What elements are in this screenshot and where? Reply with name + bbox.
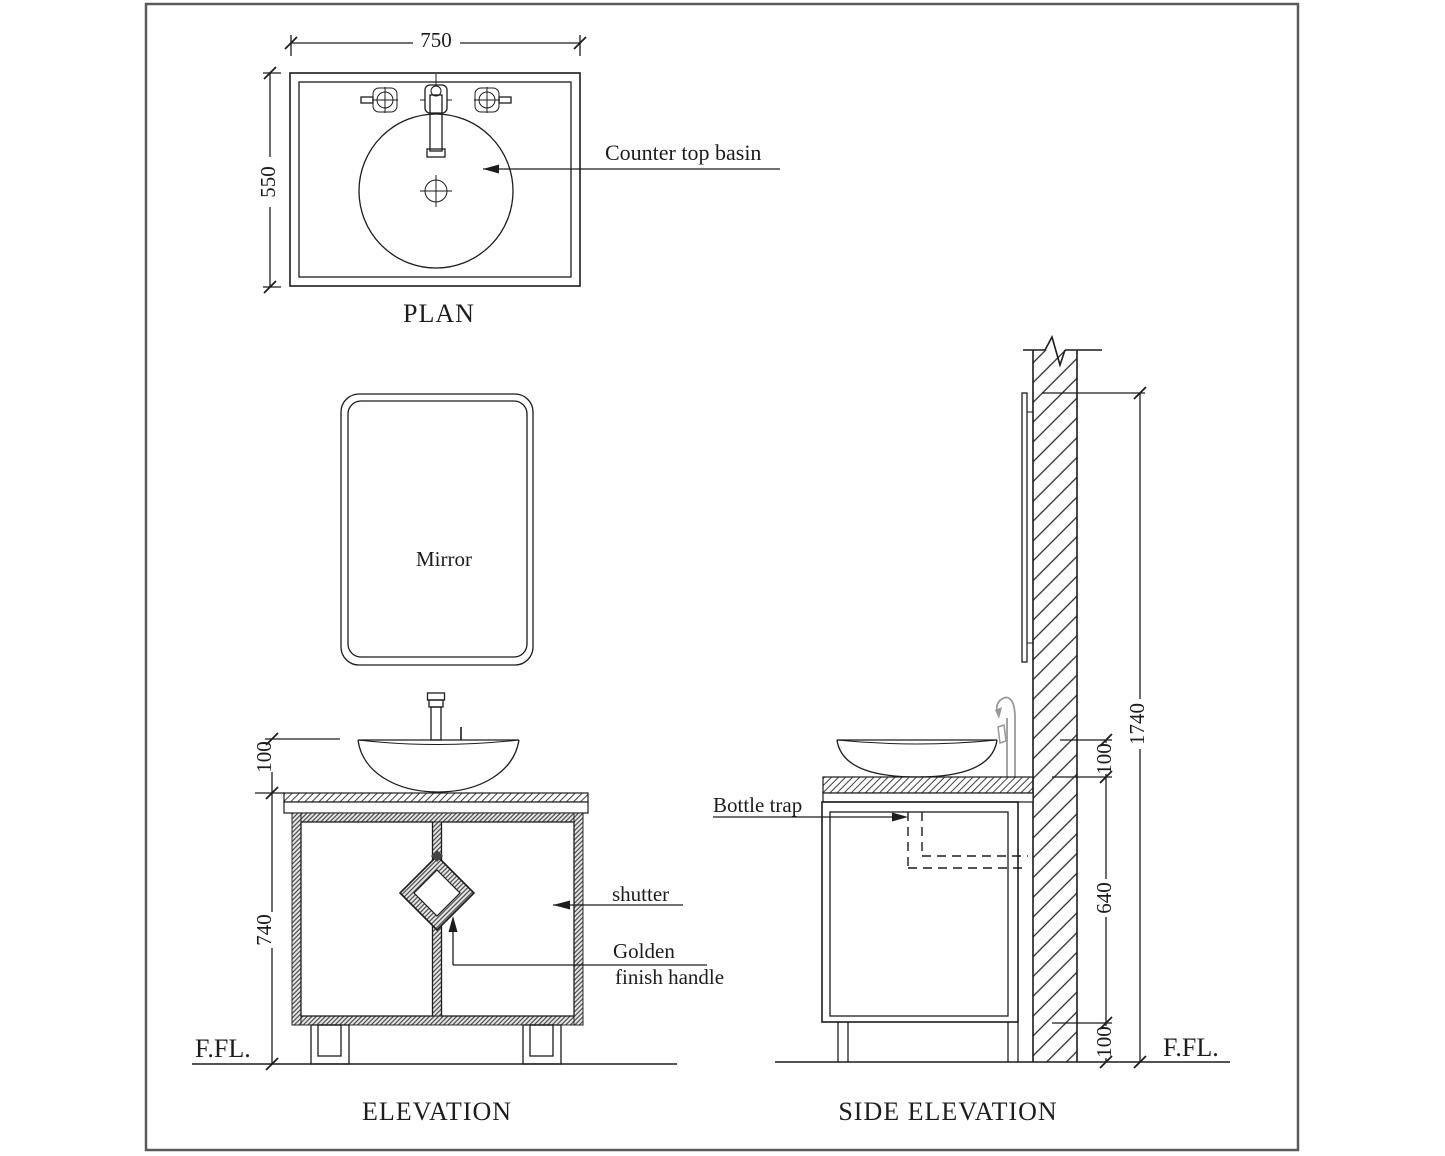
wall-section <box>1023 334 1102 1062</box>
plan-depth-dimension: 550 <box>256 66 281 294</box>
shutter-label: shutter <box>612 882 669 906</box>
faucet-handle-right-icon <box>474 87 512 113</box>
floor-level-label-left: F.FL. <box>195 1034 251 1063</box>
bottle-trap-pipe <box>907 812 1028 869</box>
shutter-left-door <box>300 821 434 1017</box>
elevation-dimensions: 100 740 <box>252 732 340 1071</box>
mirror-label: Mirror <box>416 547 472 571</box>
plan-faucet <box>360 74 512 158</box>
cabinet-foot-left <box>310 1024 350 1065</box>
side-cabinet-legs <box>837 1022 1019 1062</box>
shutter-callout: shutter <box>553 882 683 910</box>
sheet-border <box>144 2 1300 1152</box>
side-elevation-title: SIDE ELEVATION <box>838 1097 1057 1126</box>
plan-view: 750 550 <box>256 28 780 328</box>
cabinet-foot-right <box>522 1024 562 1065</box>
side-total-height-dim: 1740 <box>1125 703 1149 745</box>
plan-depth-dim-text: 550 <box>256 166 280 198</box>
total-height-dimension: 1740 <box>1125 386 1149 1069</box>
side-basin <box>836 739 998 778</box>
handle-label-line1: Golden <box>613 939 675 963</box>
elevation-title: ELEVATION <box>362 1097 512 1126</box>
floor-line-side: F.FL. <box>775 1033 1230 1063</box>
plan-width-dimension: 750 <box>284 28 587 56</box>
side-elevation-view: Bottle trap 100 640 100 1740 <box>713 334 1230 1126</box>
plan-basin <box>358 113 514 269</box>
handle-callout: Golden finish handle <box>448 916 724 989</box>
shutter-right-door <box>440 821 575 1017</box>
bottle-trap-callout: Bottle trap <box>713 793 908 822</box>
floor-line-elevation: F.FL. <box>192 1034 677 1065</box>
counter-top-basin-label: Counter top basin <box>605 140 761 165</box>
floor-level-label-right: F.FL. <box>1163 1033 1219 1062</box>
elevation-cabinet-height-dim: 740 <box>252 914 276 946</box>
mirror: Mirror <box>340 393 534 666</box>
elevation-view: Mirror <box>192 393 724 1126</box>
side-faucet-icon <box>995 696 1016 777</box>
side-countertop <box>822 776 1034 803</box>
elevation-faucet-icon <box>426 692 462 741</box>
plan-title: PLAN <box>403 299 475 328</box>
faucet-handle-left-icon <box>360 87 398 113</box>
side-counter-to-base-dim: 640 <box>1092 882 1116 914</box>
elevation-basin-height-dim: 100 <box>252 741 276 773</box>
mirror-side-section <box>1021 392 1033 663</box>
side-cabinet <box>821 801 1019 1062</box>
faucet-spout-icon <box>420 84 452 158</box>
plan-countertop <box>289 72 581 287</box>
golden-finish-handle <box>398 850 476 932</box>
elevation-countertop <box>283 792 589 814</box>
plan-width-dim-text: 750 <box>420 28 452 52</box>
bottle-trap-label: Bottle trap <box>713 793 802 817</box>
wall-break-icon <box>1023 334 1102 368</box>
side-dimensions: 100 640 100 1740 <box>1042 386 1149 1069</box>
drain-icon <box>420 175 452 207</box>
counter-top-basin-callout: Counter top basin <box>483 140 780 174</box>
handle-label-line2: finish handle <box>615 965 724 989</box>
side-basin-height-dim: 100 <box>1092 743 1116 775</box>
side-base-to-floor-dim: 100 <box>1092 1026 1116 1058</box>
elevation-basin <box>357 739 520 793</box>
